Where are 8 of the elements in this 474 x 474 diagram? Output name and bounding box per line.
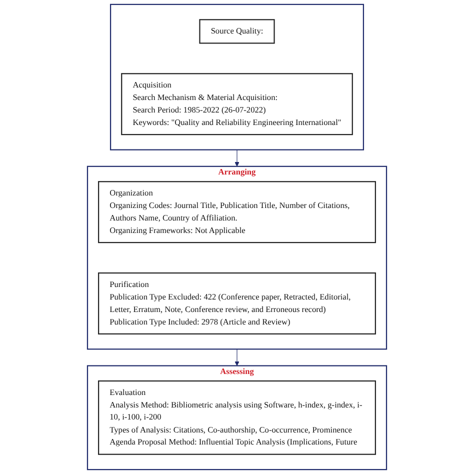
node-box: Source Quality:: [199, 19, 275, 44]
arrow: [234, 150, 240, 167]
cluster: [110, 4, 364, 150]
node-box: Acquisition Search Mechanism & Material Acquisition: Search Period: 1985-2022 (26-07-2022) Keywords: "Quality and Reliability Engineering International": [121, 73, 353, 136]
arrow: [234, 348, 240, 366]
node-box: Organization Organizing Codes: Journal Title, Publication Title, Number of Citations, Authors Name, Country of Affiliation. Organizing Frameworks: Not Applicable: [98, 181, 376, 244]
node-box: Purification Publication Type Excluded: 422 (Conference paper, Retracted, Editorial, Letter, Erratum, Note, Conference review, and Erroneous record) Publication Type Included: 2978 (Article and Review): [98, 272, 376, 334]
node-box: Evaluation Analysis Method: Bibliometric analysis using Software, h-index, g-index, i-10, i-100, i-200 Types of Analysis: Citations, Co-authorship, Co-occurrence, Prominence Agenda Proposal Method: Influential Topic Analysis (Implications, Future: [98, 380, 376, 455]
